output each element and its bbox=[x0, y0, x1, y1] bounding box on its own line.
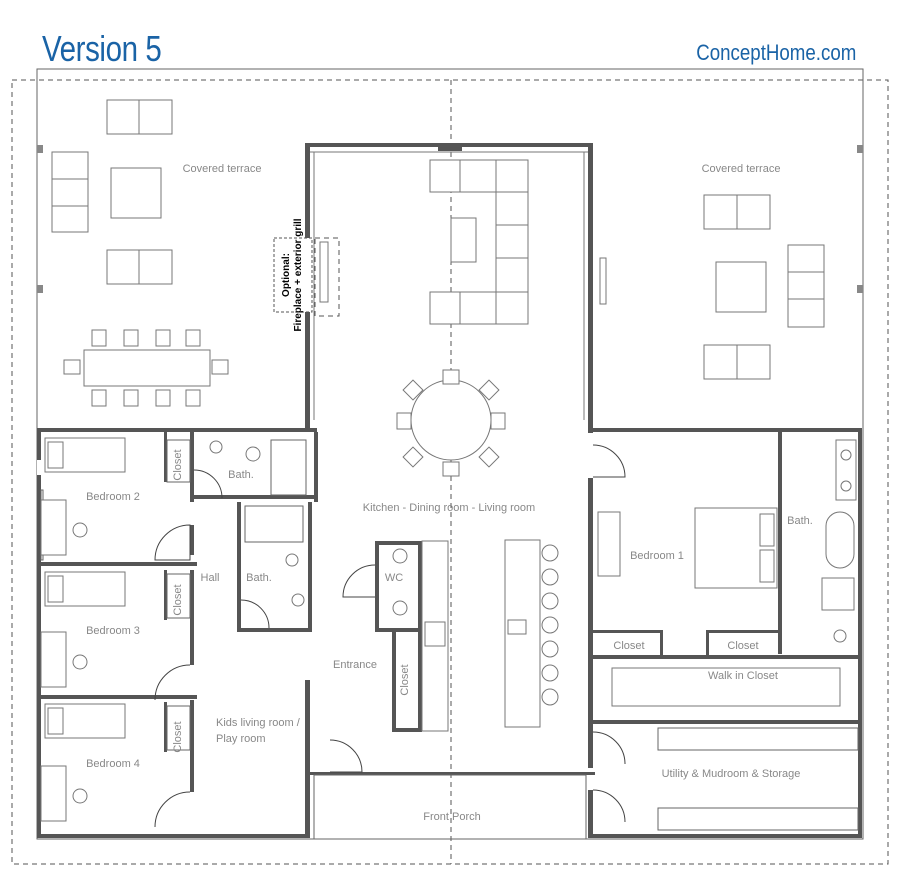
wall bbox=[858, 428, 862, 838]
wall bbox=[164, 432, 167, 482]
optional-label-2: Fireplace + exterior grill bbox=[293, 218, 304, 331]
wall bbox=[588, 478, 593, 768]
label-hall: Hall bbox=[201, 572, 220, 584]
wall bbox=[190, 700, 194, 792]
label-closet-m2: Closet bbox=[727, 640, 758, 652]
brand-logo-text: ConceptHome.com bbox=[695, 40, 856, 65]
label-bedroom4: Bedroom 4 bbox=[86, 758, 140, 770]
wall bbox=[190, 570, 194, 665]
sofa-sectional bbox=[429, 159, 529, 193]
porch-outline bbox=[313, 774, 587, 840]
label-entrance: Entrance bbox=[333, 659, 377, 671]
label-bath-top: Bath. bbox=[228, 469, 254, 481]
label-bedroom2: Bedroom 2 bbox=[86, 491, 140, 503]
label-kids-2: Play room bbox=[216, 733, 266, 745]
wall bbox=[37, 562, 197, 566]
wall bbox=[190, 525, 194, 555]
wall bbox=[588, 143, 593, 433]
wall bbox=[588, 428, 862, 432]
label-closet-b3: Closet bbox=[172, 584, 184, 615]
label-closet-m1: Closet bbox=[613, 640, 644, 652]
wall bbox=[37, 695, 197, 699]
label-bedroom3: Bedroom 3 bbox=[86, 625, 140, 637]
label-porch: Front Porch bbox=[423, 811, 480, 823]
wall bbox=[164, 702, 167, 752]
label-closet-entry: Closet bbox=[399, 664, 411, 695]
label-closet-b4: Closet bbox=[172, 721, 184, 752]
label-kitchen: Kitchen - Dining room - Living room bbox=[363, 502, 535, 514]
wall bbox=[588, 790, 593, 838]
site-boundary-dashed bbox=[11, 79, 889, 865]
wall bbox=[37, 428, 317, 432]
label-terrace-right: Covered terrace bbox=[702, 163, 781, 175]
wall bbox=[588, 834, 862, 838]
wall bbox=[190, 432, 194, 502]
label-walkin: Walk in Closet bbox=[708, 670, 778, 682]
label-closet-b2: Closet bbox=[172, 449, 184, 480]
label-wc: WC bbox=[385, 572, 403, 584]
label-utility: Utility & Mudroom & Storage bbox=[662, 768, 801, 780]
label-bedroom1: Bedroom 1 bbox=[630, 550, 684, 562]
wall bbox=[37, 428, 41, 838]
label-bath-master: Bath. bbox=[787, 515, 813, 527]
label-terrace-left: Covered terrace bbox=[183, 163, 262, 175]
label-bath-mid: Bath. bbox=[246, 572, 272, 584]
optional-label-1: Optional: bbox=[281, 253, 292, 297]
wall bbox=[305, 428, 313, 432]
wall bbox=[37, 834, 307, 838]
wall bbox=[305, 772, 595, 775]
outdoor-dining-table bbox=[83, 349, 211, 387]
dining-table bbox=[410, 379, 492, 461]
wall bbox=[305, 680, 310, 838]
label-kids-1: Kids living room / bbox=[216, 717, 301, 729]
wall bbox=[164, 570, 167, 620]
version-title: Version 5 bbox=[42, 28, 162, 69]
